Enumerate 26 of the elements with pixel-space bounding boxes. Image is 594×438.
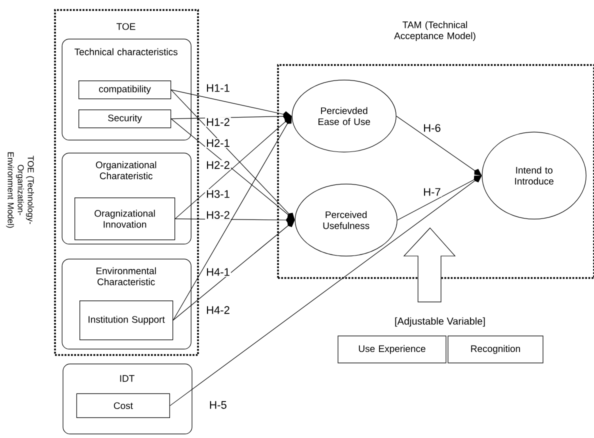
factor-box: Recognition (448, 336, 544, 364)
hypothesis-label: H2-2 (205, 160, 231, 170)
hypothesis-label: H2-1 (205, 138, 231, 148)
hypothesis-label: H-7 (422, 187, 442, 197)
hypothesis-label: H3-2 (205, 210, 231, 220)
arrow (170, 176, 482, 406)
hypothesis-label: H4-2 (205, 305, 231, 315)
factor-box: Cost (76, 393, 170, 418)
factor-box: Security (78, 110, 172, 128)
hypothesis-label: H1-1 (205, 83, 231, 93)
node-label: TAM (Technical Acceptance Model) (394, 21, 476, 42)
side-caption: TOE (Technology-Organization-Environment Model) (6, 152, 34, 228)
arrow (172, 220, 295, 321)
arrow (172, 116, 292, 321)
factor-box: compatibility (78, 80, 172, 100)
hypothesis-label: H1-2 (205, 117, 231, 127)
hypothesis-label: H-6 (422, 123, 442, 133)
hypothesis-label: H3-1 (205, 189, 231, 199)
arrow (396, 116, 482, 176)
arrow (397, 176, 482, 220)
hypothesis-label: H4-1 (205, 267, 231, 277)
hypothesis-label: H-5 (208, 400, 228, 410)
factor-box: Use Experience (338, 336, 446, 364)
factor-box: Oragnizational Innovation (74, 197, 176, 240)
factor-box: Institution Support (80, 300, 174, 340)
moderator-heading: [Adjustable Variable] (395, 317, 485, 327)
